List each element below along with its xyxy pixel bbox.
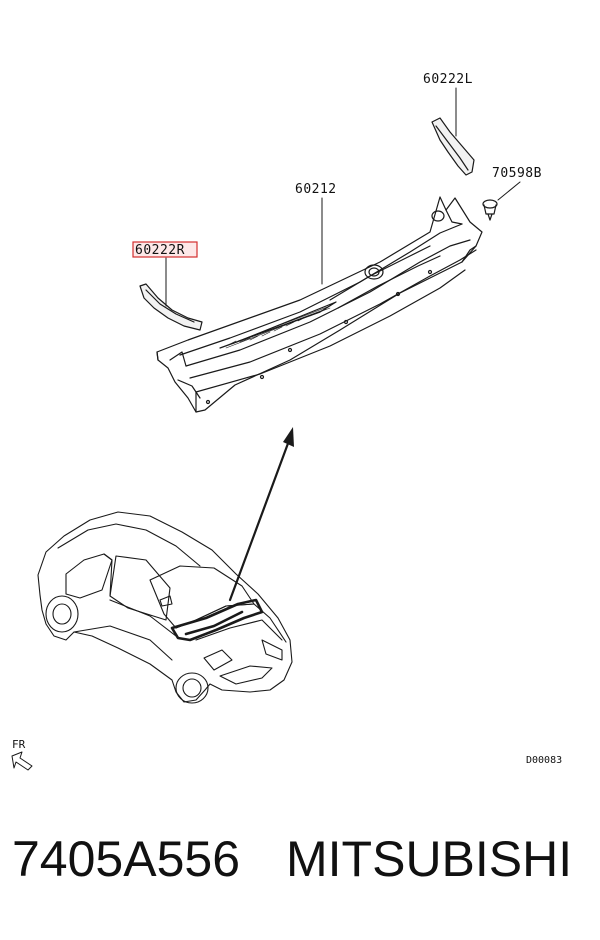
cowl-cover-left-part[interactable] <box>431 117 475 176</box>
drawing-code: D00083 <box>526 755 562 766</box>
leader-70598b <box>497 181 521 201</box>
direction-label: FR <box>12 738 26 751</box>
cowl-cover-right-part[interactable] <box>139 283 203 331</box>
callout-60222l[interactable]: 60222L <box>423 72 473 87</box>
part-number: 7405A556 <box>12 831 241 887</box>
brand-name: MITSUBISHI <box>286 831 573 887</box>
callout-60212[interactable]: 60212 <box>295 182 337 197</box>
callout-70598b[interactable]: 70598B <box>492 166 542 181</box>
fr-direction-arrow-icon <box>11 751 33 771</box>
callout-highlight-60222r <box>132 241 198 258</box>
callout-60222r[interactable]: 60222R <box>135 243 185 258</box>
footer-caption: 7405A556 MITSUBISHI <box>12 830 572 888</box>
clip-part[interactable] <box>482 199 498 221</box>
pointer-arrow <box>228 427 294 602</box>
cowl-top-panel-part[interactable] <box>156 196 483 413</box>
car-cowl-highlight <box>170 598 264 642</box>
car-illustration <box>37 511 293 704</box>
parts-diagram: 60222L 60212 70598B 60222R FR D00083 <box>11 72 562 771</box>
